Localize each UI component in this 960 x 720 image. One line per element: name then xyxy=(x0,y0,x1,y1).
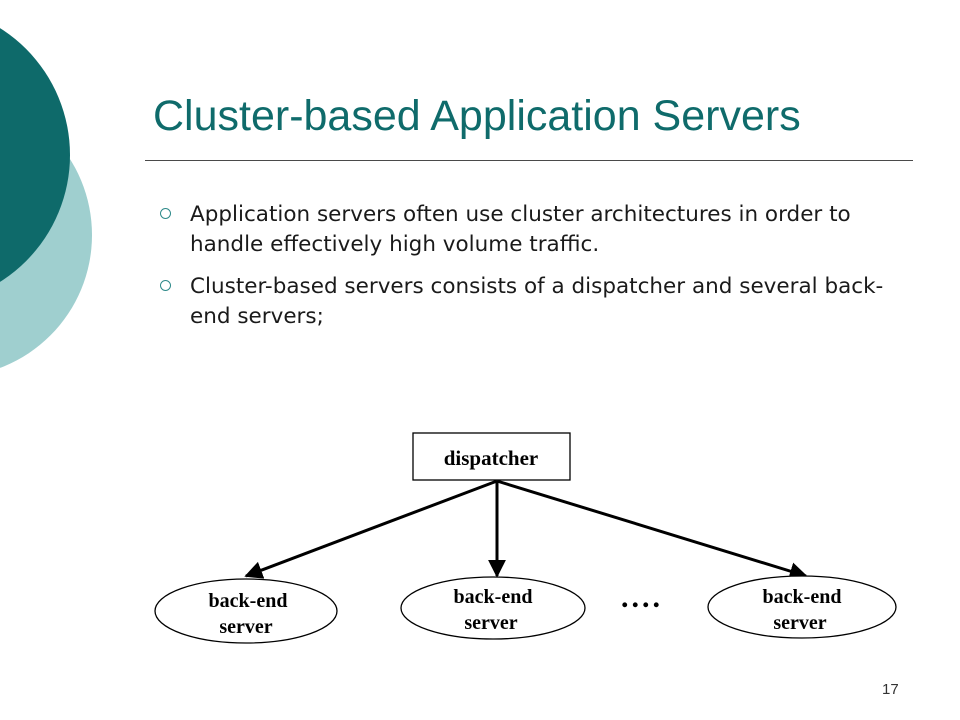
server-label-line1: back-end xyxy=(209,590,288,612)
arrow-to-server-right xyxy=(496,479,808,580)
backend-server-node xyxy=(707,575,897,639)
backend-server-node xyxy=(154,578,338,644)
bullet-list: Application servers often use cluster ar… xyxy=(160,200,920,344)
bullet-text: Cluster-based servers consists of a disp… xyxy=(190,274,884,329)
circle-bullet-icon xyxy=(160,208,171,219)
slide-title: Cluster-based Application Servers xyxy=(153,92,801,140)
server-label-line2: server xyxy=(464,612,517,634)
bullet-text: Application servers often use cluster ar… xyxy=(190,202,851,257)
arrow-to-server-left xyxy=(244,479,498,579)
server-label-line2: server xyxy=(773,612,826,634)
server-label-line1: back-end xyxy=(763,586,842,608)
dark-teal-circle xyxy=(0,28,70,282)
slide-number: 17 xyxy=(882,681,899,698)
server-label-line2: server xyxy=(219,616,272,638)
server-label-line1: back-end xyxy=(454,586,533,608)
backend-server-node xyxy=(400,576,586,640)
circle-bullet-icon xyxy=(160,280,171,291)
bullet-item: Cluster-based servers consists of a disp… xyxy=(160,272,920,332)
bullet-item: Application servers often use cluster ar… xyxy=(160,200,920,260)
dispatcher-box xyxy=(412,432,571,481)
dispatcher-label: dispatcher xyxy=(444,446,539,470)
title-divider xyxy=(145,160,913,161)
more-servers-ellipsis: .... xyxy=(621,581,663,614)
